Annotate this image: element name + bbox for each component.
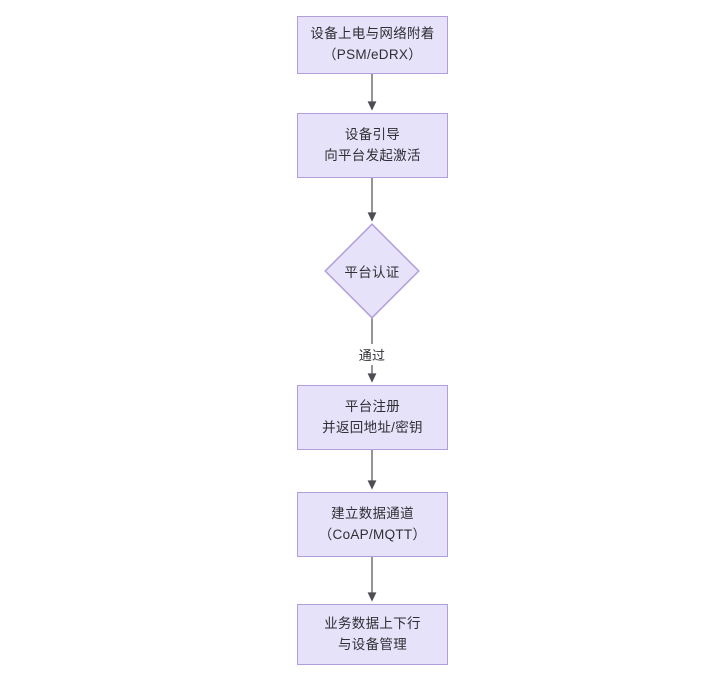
node-data-channel-line1: 建立数据通道: [331, 505, 414, 521]
diamond-shape: [324, 223, 420, 319]
node-data-channel-line2: （CoAP/MQTT）: [318, 526, 427, 542]
node-bootstrap[interactable]: 设备引导 向平台发起激活: [297, 113, 448, 178]
node-data-channel[interactable]: 建立数据通道 （CoAP/MQTT）: [297, 492, 448, 557]
node-register-line1: 平台注册: [344, 398, 401, 414]
node-auth-decision[interactable]: 平台认证: [324, 223, 420, 319]
node-service-data-line1: 业务数据上下行: [324, 615, 421, 631]
node-service-data[interactable]: 业务数据上下行 与设备管理: [297, 604, 448, 665]
node-auth-label: 平台认证: [344, 265, 400, 280]
node-bootstrap-line1: 设备引导: [344, 126, 401, 142]
node-register-line2: 并返回地址/密钥: [322, 419, 423, 435]
node-power-on[interactable]: 设备上电与网络附着 （PSM/eDRX）: [297, 16, 448, 74]
node-service-data-line2: 与设备管理: [338, 636, 407, 652]
node-register[interactable]: 平台注册 并返回地址/密钥: [297, 385, 448, 450]
edge-label-pass: 通过: [355, 344, 389, 365]
node-power-on-line2: （PSM/eDRX）: [322, 47, 423, 62]
node-power-on-line1: 设备上电与网络附着: [310, 26, 435, 42]
node-bootstrap-line2: 向平台发起激活: [324, 147, 421, 163]
